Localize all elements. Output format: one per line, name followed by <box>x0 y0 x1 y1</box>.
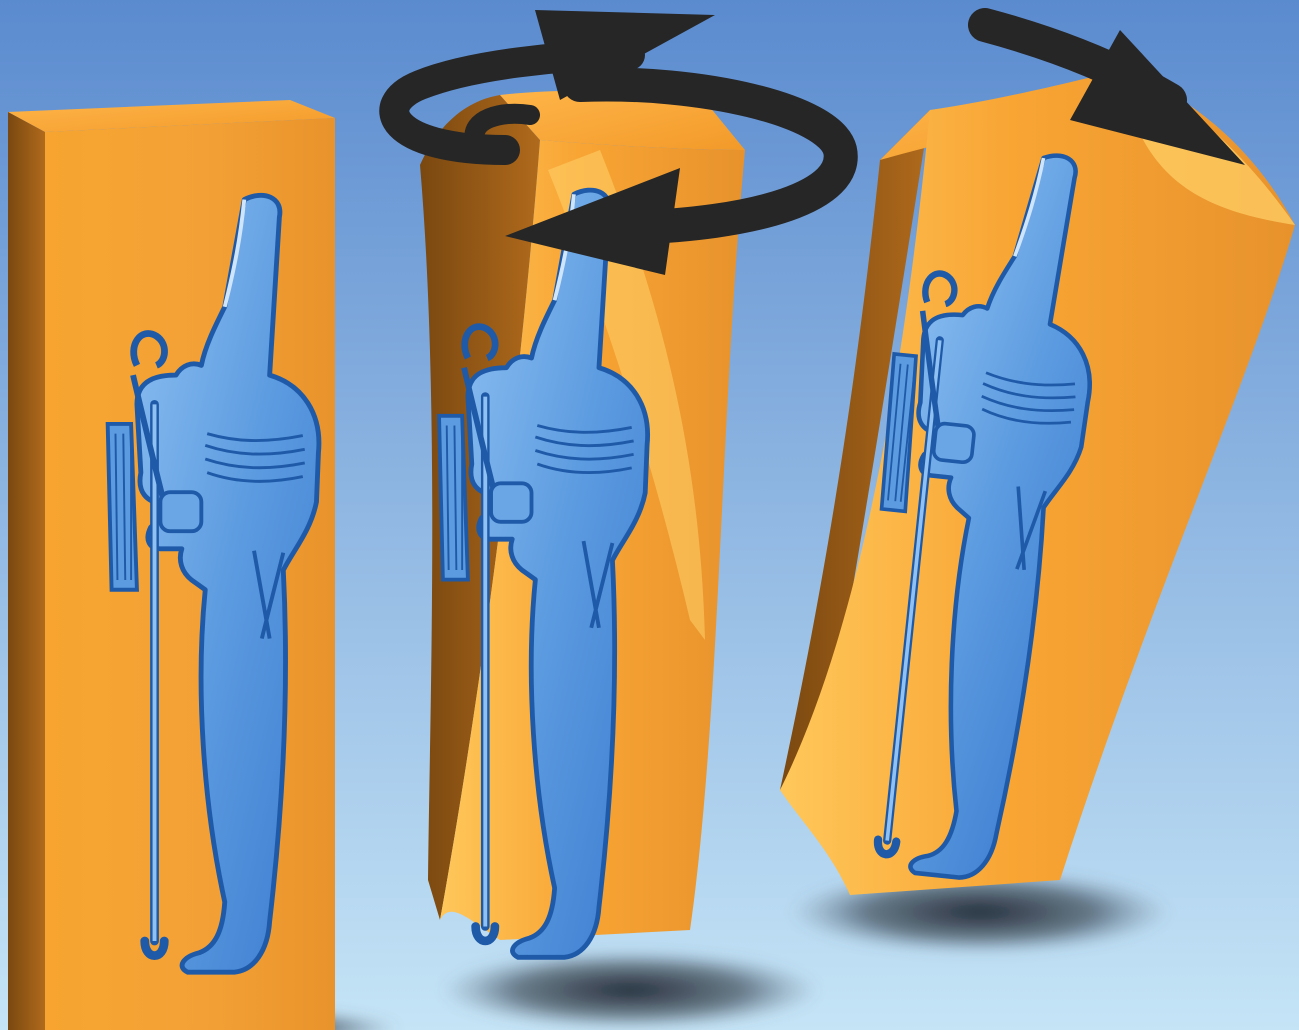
ground-shadow-twisted <box>440 950 820 1030</box>
straight-block-side <box>8 112 45 1030</box>
straight-block <box>8 100 335 1030</box>
